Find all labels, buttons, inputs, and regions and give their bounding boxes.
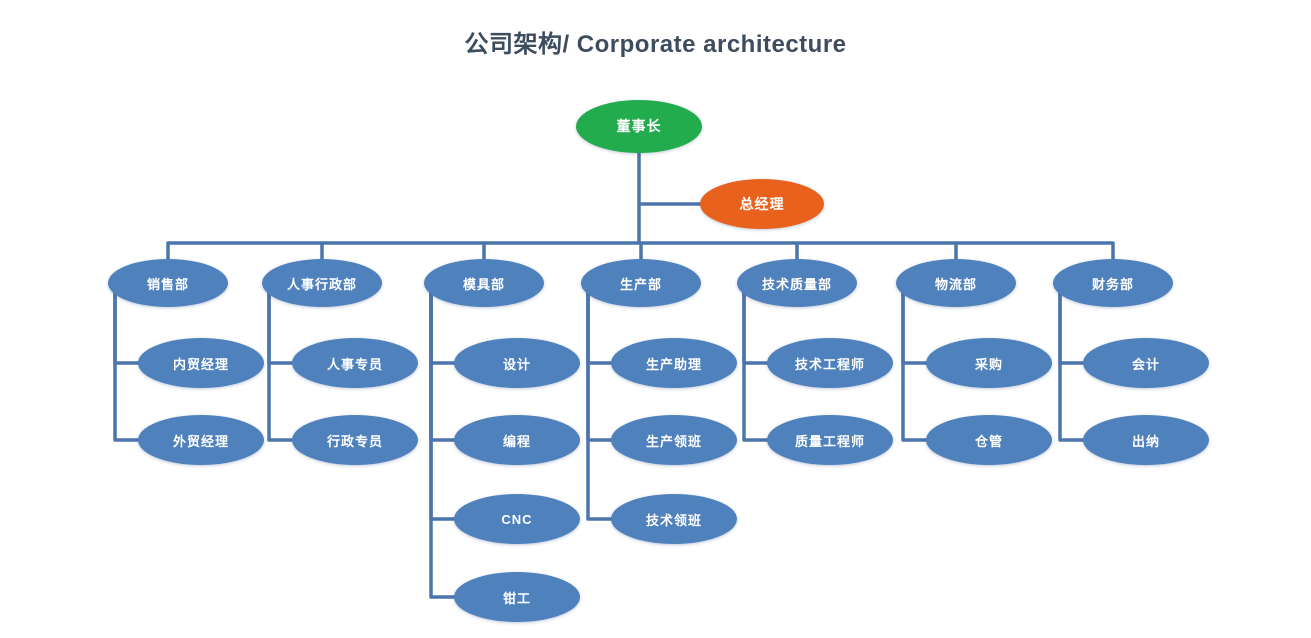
org-node-role-technical-foreman: 技术领班 (611, 494, 737, 544)
org-node-role-production-assistant: 生产助理 (611, 338, 737, 388)
org-node-dept-production: 生产部 (581, 259, 701, 307)
org-node-role-fitter: 钳工 (454, 572, 580, 622)
org-node-role-hr-specialist: 人事专员 (292, 338, 418, 388)
org-node-role-production-foreman: 生产领班 (611, 415, 737, 465)
org-node-dept-mold: 模具部 (424, 259, 544, 307)
org-node-dept-tech-quality: 技术质量部 (737, 259, 857, 307)
org-node-role-technical-engineer: 技术工程师 (767, 338, 893, 388)
org-node-role-accountant: 会计 (1083, 338, 1209, 388)
org-node-role-cnc: CNC (454, 494, 580, 544)
org-node-dept-hr-admin: 人事行政部 (262, 259, 382, 307)
org-node-general-manager: 总经理 (700, 179, 824, 229)
org-node-role-design: 设计 (454, 338, 580, 388)
org-node-role-domestic-trade-manager: 内贸经理 (138, 338, 264, 388)
chart-title: 公司架构/ Corporate architecture (464, 31, 847, 58)
org-node-dept-logistics: 物流部 (896, 259, 1016, 307)
org-node-chairman: 董事长 (576, 99, 702, 153)
org-node-role-warehouse-keeper: 仓管 (926, 415, 1052, 465)
org-node-role-purchasing: 采购 (926, 338, 1052, 388)
org-node-role-foreign-trade-manager: 外贸经理 (138, 415, 264, 465)
org-node-role-admin-specialist: 行政专员 (292, 415, 418, 465)
org-node-role-programming: 编程 (454, 415, 580, 465)
org-node-dept-sales: 销售部 (108, 259, 228, 307)
org-node-role-cashier: 出纳 (1083, 415, 1209, 465)
org-node-dept-finance: 财务部 (1053, 259, 1173, 307)
org-node-role-quality-engineer: 质量工程师 (767, 415, 893, 465)
